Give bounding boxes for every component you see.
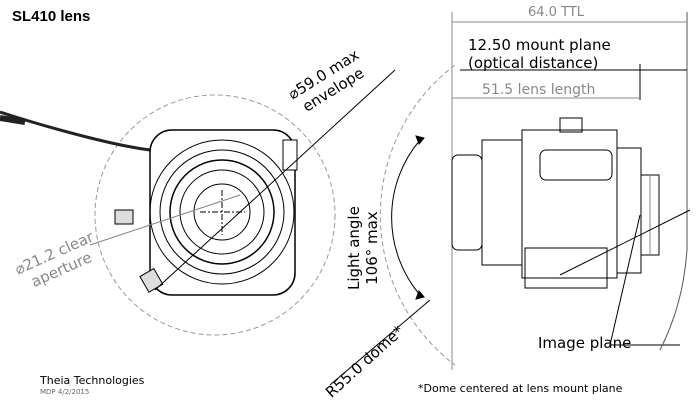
mount-plane-dimension: 12.50 mount plane — [468, 36, 611, 54]
dome-leader — [329, 299, 431, 386]
side-view — [329, 12, 691, 386]
ttl-dimension: 64.0 TTL — [528, 5, 584, 20]
optical-distance-label: (optical distance) — [468, 54, 599, 72]
aperture-leader — [89, 194, 241, 246]
lens-length-dimension: 51.5 lens length — [482, 82, 596, 98]
drawn-by: MDP 4/2/2015 — [40, 388, 90, 396]
dome-note: *Dome centered at lens mount plane — [418, 382, 623, 395]
light-angle-line1: Light angle — [345, 206, 363, 290]
envelope-leader — [154, 69, 396, 291]
light-angle-dimension: Light angle 106° max — [345, 206, 381, 290]
drawing-title: SL410 lens — [12, 8, 91, 25]
light-angle-line2: 106° max — [363, 211, 381, 285]
front-view — [0, 69, 396, 336]
image-plane-label: Image plane — [538, 334, 632, 352]
company-name: Theia Technologies — [40, 374, 145, 387]
